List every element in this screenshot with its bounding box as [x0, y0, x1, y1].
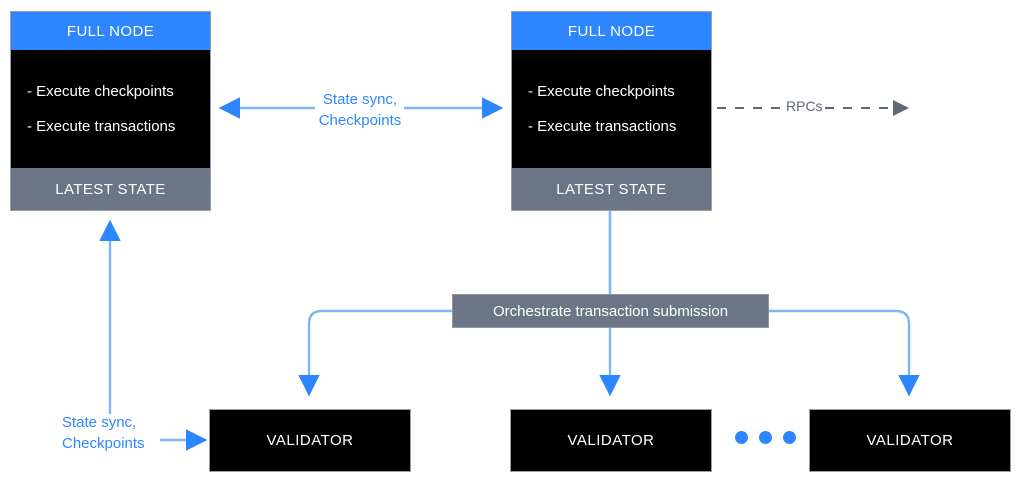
full-node-left-header: FULL NODE	[11, 12, 210, 50]
edge-label-state-sync-between-nodes: State sync, Checkpoints	[318, 91, 402, 129]
orchestrator-box[interactable]: Orchestrate transaction submission	[452, 294, 769, 328]
full-node-right-latest-state: LATEST STATE	[512, 168, 711, 210]
validator-box-1[interactable]: VALIDATOR	[209, 409, 411, 472]
edge-orchestrator-to-validator-1	[298, 309, 452, 397]
ellipsis-dot-icon	[759, 431, 772, 444]
edge-label-rpcs: RPCs	[785, 98, 824, 114]
ellipsis-dot-icon	[735, 431, 748, 444]
full-node-right-body: - Execute checkpoints - Execute transact…	[512, 50, 711, 168]
full-node-left-body: - Execute checkpoints - Execute transact…	[11, 50, 210, 168]
edge-orchestrator-to-validator-3	[769, 309, 920, 397]
full-node-left-bullet-2: - Execute transactions	[27, 118, 176, 135]
validator-box-2[interactable]: VALIDATOR	[510, 409, 712, 472]
full-node-left-latest-state: LATEST STATE	[11, 168, 210, 210]
full-node-right-bullet-1: - Execute checkpoints	[528, 83, 675, 100]
validator-2-label: VALIDATOR	[567, 432, 655, 449]
ellipsis-dot-icon	[783, 431, 796, 444]
ellipsis-dots-icon	[735, 431, 796, 444]
validator-3-label: VALIDATOR	[866, 432, 954, 449]
full-node-right-header: FULL NODE	[512, 12, 711, 50]
full-node-left[interactable]: FULL NODE - Execute checkpoints - Execut…	[10, 11, 211, 211]
validator-box-3[interactable]: VALIDATOR	[809, 409, 1011, 472]
edge-label-state-sync-to-validator: State sync, Checkpoints	[62, 414, 145, 452]
orchestrator-label: Orchestrate transaction submission	[492, 302, 729, 320]
full-node-right-bullet-2: - Execute transactions	[528, 118, 677, 135]
full-node-left-bullet-1: - Execute checkpoints	[27, 83, 174, 100]
full-node-right[interactable]: FULL NODE - Execute checkpoints - Execut…	[511, 11, 712, 211]
validator-1-label: VALIDATOR	[266, 432, 354, 449]
